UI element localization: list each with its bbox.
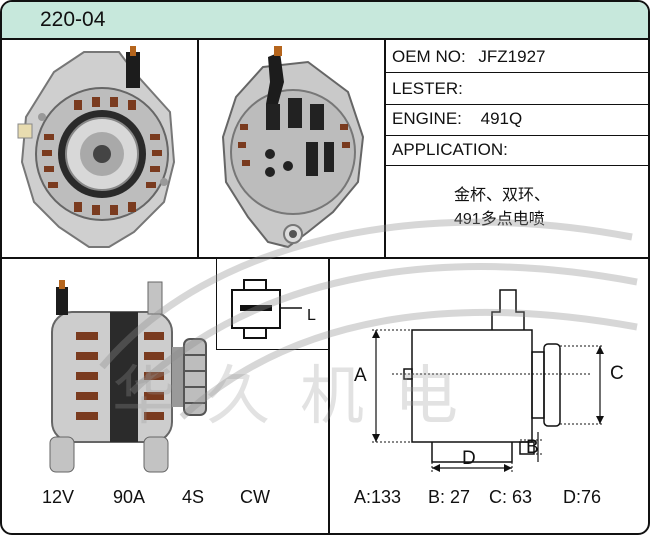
grid-line bbox=[216, 349, 328, 350]
spec-current: 90A bbox=[113, 487, 146, 507]
grid-line bbox=[328, 257, 330, 533]
connector-diagram bbox=[231, 279, 302, 339]
dim-a-value: A:133 bbox=[354, 487, 402, 507]
dim-a-label: A bbox=[354, 365, 367, 386]
grid-line bbox=[216, 257, 217, 350]
dim-b-label: B bbox=[526, 437, 539, 458]
alternator-rear-photo bbox=[221, 46, 365, 249]
oem-label: OEM NO: bbox=[392, 47, 466, 66]
lester-label: LESTER: bbox=[392, 79, 463, 98]
engine-value: 491Q bbox=[480, 109, 523, 128]
dim-b-value: B: 27 bbox=[428, 487, 471, 507]
dim-d-label: D bbox=[462, 448, 476, 469]
spec-rotation: CW bbox=[240, 487, 270, 507]
grid-line bbox=[2, 257, 648, 259]
dim-c-value: C: 63 bbox=[489, 487, 533, 507]
dim-d-value: D:76 bbox=[563, 487, 602, 507]
grid-line bbox=[384, 135, 648, 136]
connector-terminal-label: L bbox=[307, 307, 316, 324]
oem-row: OEM NO: JFZ1927 bbox=[392, 47, 546, 67]
spec-voltage: 12V bbox=[42, 487, 75, 507]
alternator-front-photo bbox=[17, 46, 176, 248]
grid-line bbox=[384, 104, 648, 105]
engine-label: ENGINE: bbox=[392, 109, 462, 128]
engine-row: ENGINE: 491Q bbox=[392, 109, 522, 129]
dimension-drawing bbox=[372, 289, 604, 472]
application-line2: 491多点电喷 bbox=[454, 211, 545, 228]
grid-line bbox=[384, 72, 648, 73]
dim-c-label: C bbox=[610, 363, 624, 384]
title-bar: 220-04 bbox=[2, 2, 648, 40]
model-number: 220-04 bbox=[40, 8, 106, 31]
alternator-side-photo bbox=[49, 280, 207, 473]
application-label: APPLICATION: bbox=[392, 140, 508, 159]
oem-value: JFZ1927 bbox=[478, 47, 546, 66]
application-line1: 金杯、双环、 bbox=[454, 187, 551, 204]
grid-line bbox=[384, 165, 648, 166]
application-row: APPLICATION: bbox=[392, 140, 508, 160]
grid-line bbox=[197, 38, 199, 258]
lester-row: LESTER: bbox=[392, 79, 463, 99]
spec-pulley: 4S bbox=[182, 487, 205, 507]
grid-line bbox=[384, 38, 386, 258]
